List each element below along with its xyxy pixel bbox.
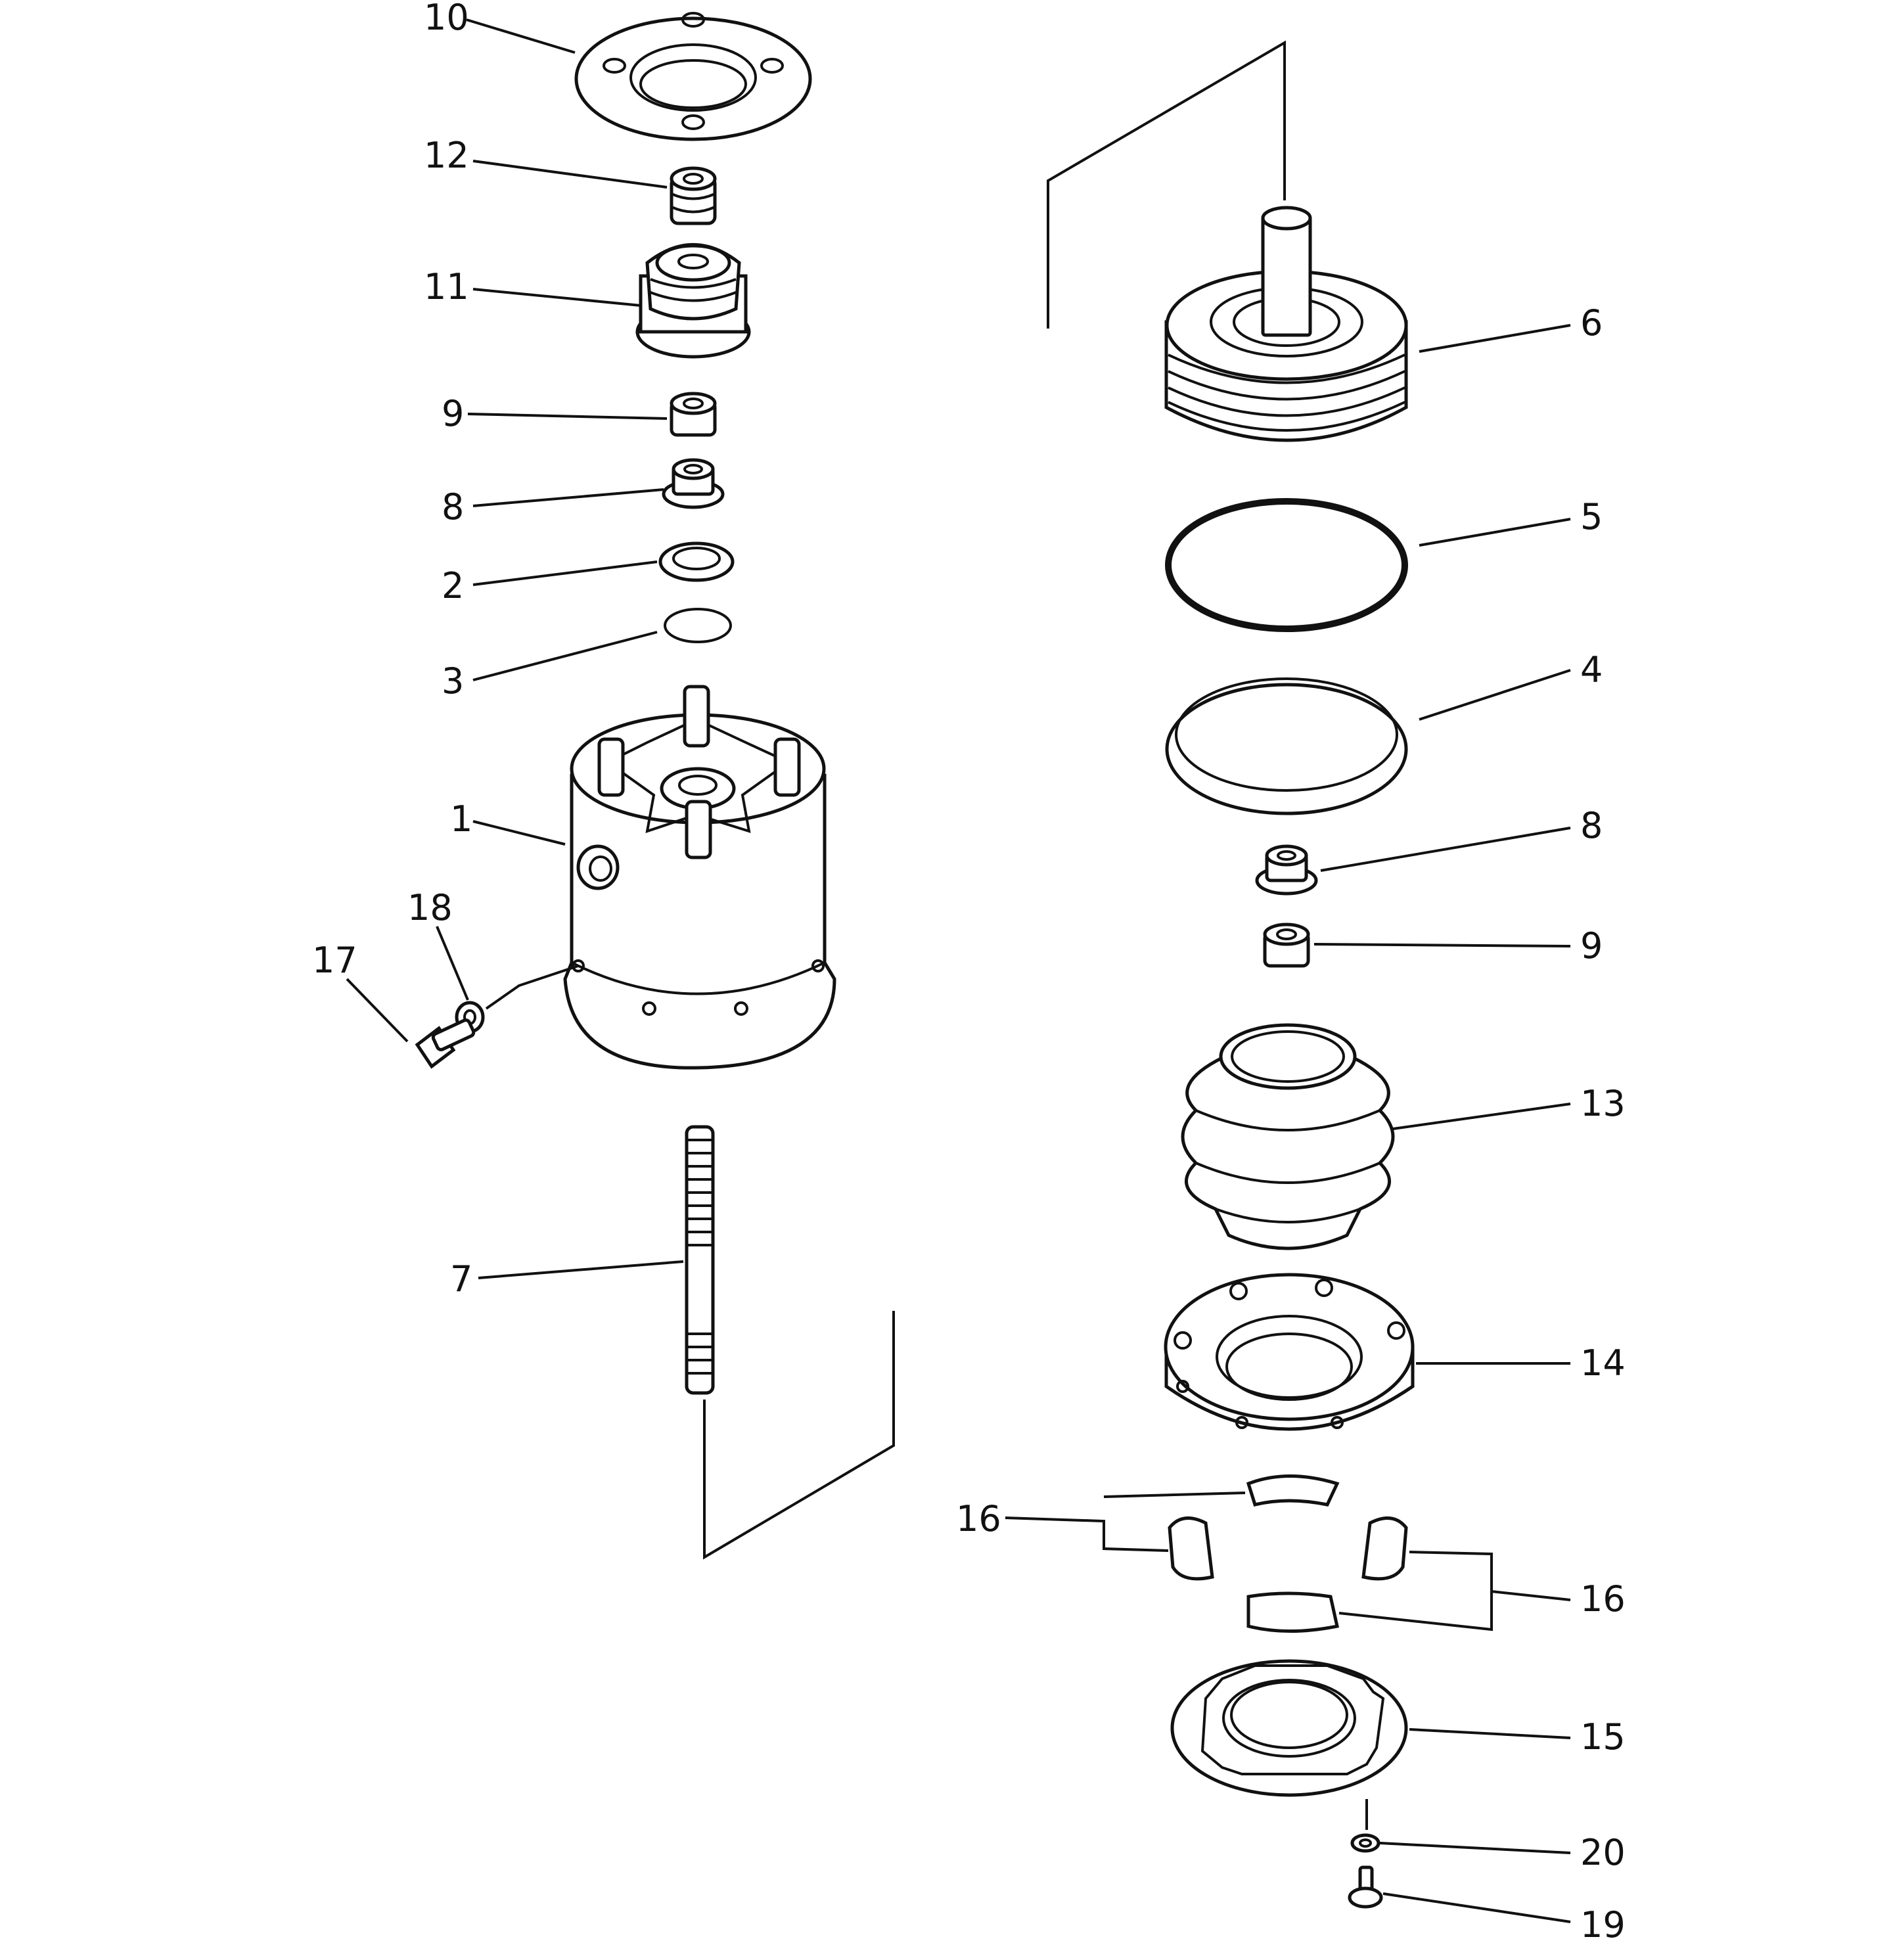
label-10: 10 xyxy=(424,0,469,38)
part-16-segments xyxy=(1168,1474,1408,1633)
leader-6 xyxy=(1419,324,1571,353)
part-2-washer xyxy=(658,541,735,582)
leader-2 xyxy=(472,560,658,586)
leader-10 xyxy=(466,18,576,54)
part-3-oring xyxy=(664,608,732,643)
label-2: 2 xyxy=(442,565,464,606)
part-12-fitting xyxy=(670,166,717,225)
label-19: 19 xyxy=(1580,1904,1626,1946)
leader-9-left xyxy=(467,413,668,420)
part-11-plug xyxy=(635,243,751,359)
part-13-boot xyxy=(1181,1023,1395,1250)
label-18: 18 xyxy=(407,887,453,928)
label-8-left: 8 xyxy=(442,486,464,528)
leader-11 xyxy=(472,288,641,307)
part-8-flange-nut-right xyxy=(1255,844,1318,896)
leader-5 xyxy=(1419,518,1571,547)
leader-20 xyxy=(1379,1842,1571,1854)
label-11: 11 xyxy=(424,266,469,308)
leader-8-left xyxy=(472,488,664,507)
part-6-pulley xyxy=(1164,206,1408,442)
part-5-oring-large xyxy=(1165,498,1408,632)
part-4-ring xyxy=(1165,677,1408,815)
leader-16-left xyxy=(1005,1492,1246,1552)
leader-19 xyxy=(1382,1892,1571,1923)
label-13: 13 xyxy=(1580,1083,1626,1124)
label-9-left: 9 xyxy=(442,393,464,434)
leader-12 xyxy=(472,160,668,189)
part-1-housing xyxy=(563,685,836,1070)
label-16-right: 16 xyxy=(1580,1578,1626,1620)
part-19-screw xyxy=(1348,1865,1383,1909)
leader-1 xyxy=(472,820,566,846)
part-9-nut-left xyxy=(670,392,717,437)
assembly-bracket-right xyxy=(1047,40,1286,329)
label-7: 7 xyxy=(450,1258,472,1300)
label-6: 6 xyxy=(1580,302,1603,344)
leader-9-right xyxy=(1313,943,1571,947)
assembly-bracket-left xyxy=(703,1311,895,1560)
label-15: 15 xyxy=(1580,1716,1626,1758)
part-14-carrier xyxy=(1164,1273,1415,1431)
label-9-right: 9 xyxy=(1580,925,1603,967)
leader-15 xyxy=(1409,1728,1571,1739)
label-1: 1 xyxy=(450,798,472,840)
leader-18 xyxy=(436,926,469,1001)
label-20: 20 xyxy=(1580,1832,1626,1873)
label-14: 14 xyxy=(1580,1342,1626,1384)
part-7-stud xyxy=(685,1125,715,1395)
leader-8-right xyxy=(1320,827,1571,872)
leader-4 xyxy=(1419,669,1571,721)
label-17: 17 xyxy=(312,940,357,981)
label-16-left: 16 xyxy=(956,1498,1001,1539)
label-5: 5 xyxy=(1580,496,1603,537)
leader-3 xyxy=(472,631,658,681)
part-15-plate xyxy=(1170,1659,1408,1797)
label-12: 12 xyxy=(424,135,469,176)
label-3: 3 xyxy=(442,660,464,702)
label-8-right: 8 xyxy=(1580,805,1603,846)
leader-7 xyxy=(478,1260,684,1279)
part-9-nut-right xyxy=(1263,923,1310,968)
leader-16-right xyxy=(1338,1551,1571,1631)
leader-13 xyxy=(1392,1103,1571,1130)
part-10-flange xyxy=(574,12,812,141)
part-20-washer xyxy=(1350,1799,1380,1853)
leader-17 xyxy=(346,978,409,1043)
part-8-flange-nut-left xyxy=(662,458,725,509)
part-17-bolt xyxy=(415,1018,476,1069)
label-4: 4 xyxy=(1580,649,1603,691)
leader-18-hole xyxy=(485,965,579,1010)
